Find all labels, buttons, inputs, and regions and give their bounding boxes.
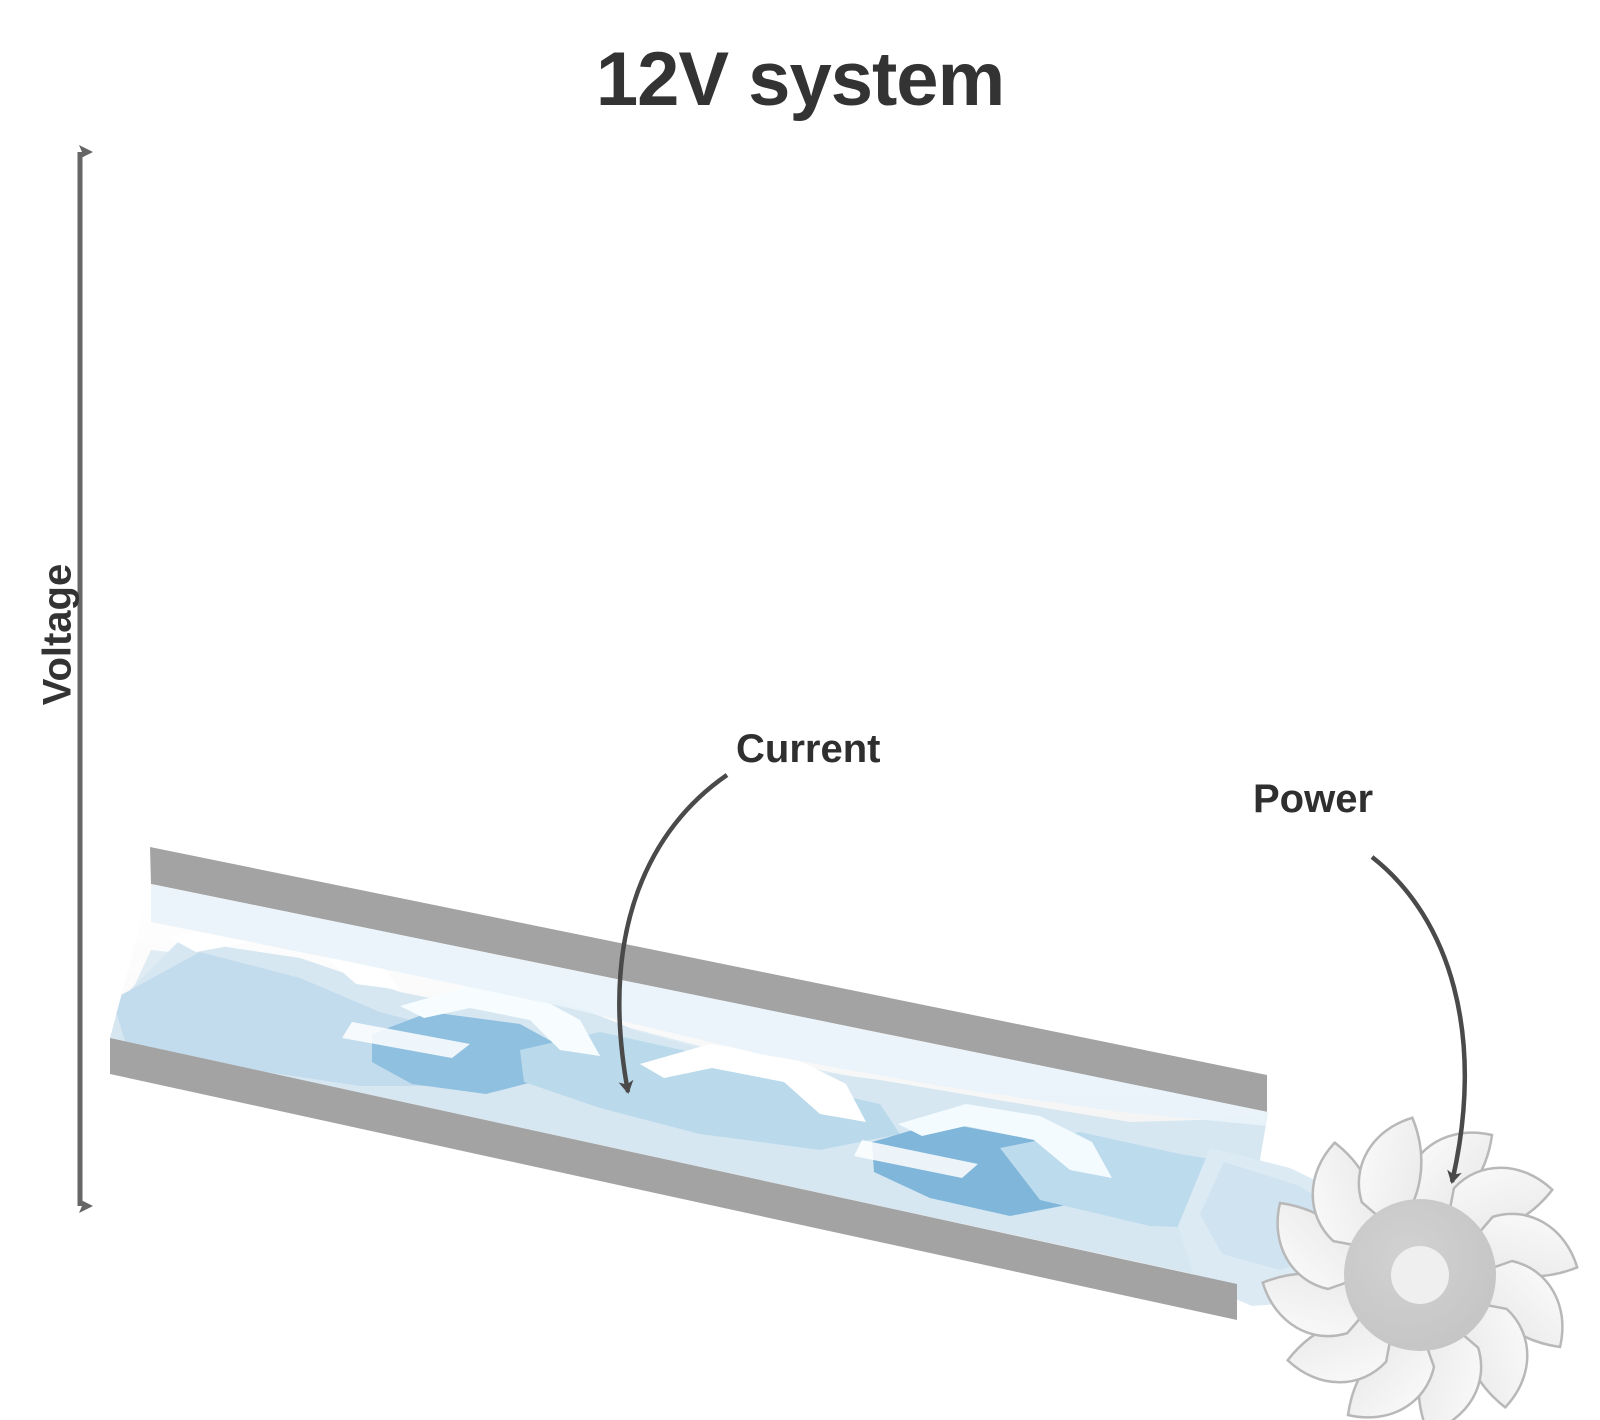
sloped-pipe — [110, 847, 1372, 1320]
water-spray-2 — [854, 1140, 978, 1178]
voltage-axis-label: Voltage — [35, 563, 80, 706]
water-mid-layer-center — [520, 1032, 900, 1150]
water-crest-3 — [640, 1044, 866, 1122]
callout-label-power: Power — [1253, 777, 1374, 821]
pipe-bottom-rail — [110, 1038, 1237, 1320]
page-title: 12V system — [595, 37, 1005, 122]
callout-label-current: Current — [736, 727, 881, 771]
power-callout-arrow — [1370, 855, 1468, 1184]
turbine-hub-center — [1391, 1246, 1449, 1304]
pipe-top-rail — [150, 847, 1267, 1112]
flowing-water — [110, 884, 1268, 1284]
water-spray-1 — [342, 1022, 470, 1058]
turbine-wheel — [1261, 1116, 1579, 1420]
water-deep-pool-1 — [372, 1012, 560, 1094]
water-crest-4 — [898, 1104, 1112, 1178]
water-surface-film — [151, 884, 1268, 1126]
current-callout-arrow — [617, 773, 729, 1094]
water-crest-2 — [400, 986, 600, 1056]
